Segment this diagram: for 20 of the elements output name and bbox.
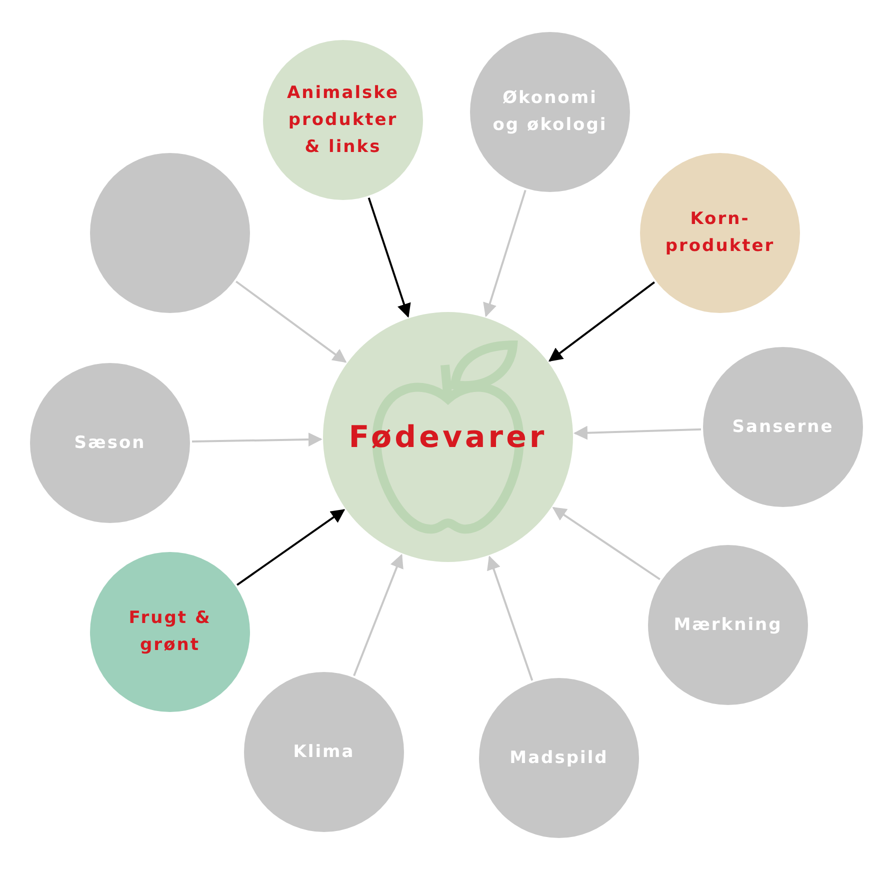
node-label: Animalske produkter & links — [286, 82, 400, 158]
node-label: Mærkning — [672, 614, 784, 636]
arrow — [353, 554, 404, 676]
center-title: Fødevarer — [348, 424, 548, 450]
node-label: Frugt & grønt — [128, 607, 212, 657]
node-label: Økonomi og økologi — [492, 87, 608, 137]
arrow — [483, 190, 526, 318]
arrow — [552, 506, 660, 580]
arrow — [368, 197, 411, 318]
arrow — [192, 432, 322, 447]
node-label: Korn-produkter — [665, 208, 775, 258]
arrow — [574, 426, 702, 440]
arrow — [548, 281, 655, 362]
node-label: Madspild — [508, 746, 610, 770]
node-label: Sæson — [73, 432, 147, 454]
node-label: Klima — [292, 740, 356, 764]
arrow — [236, 280, 347, 363]
node-label: Sanserne — [731, 416, 835, 438]
arrow — [236, 509, 346, 586]
arrow — [487, 556, 534, 681]
